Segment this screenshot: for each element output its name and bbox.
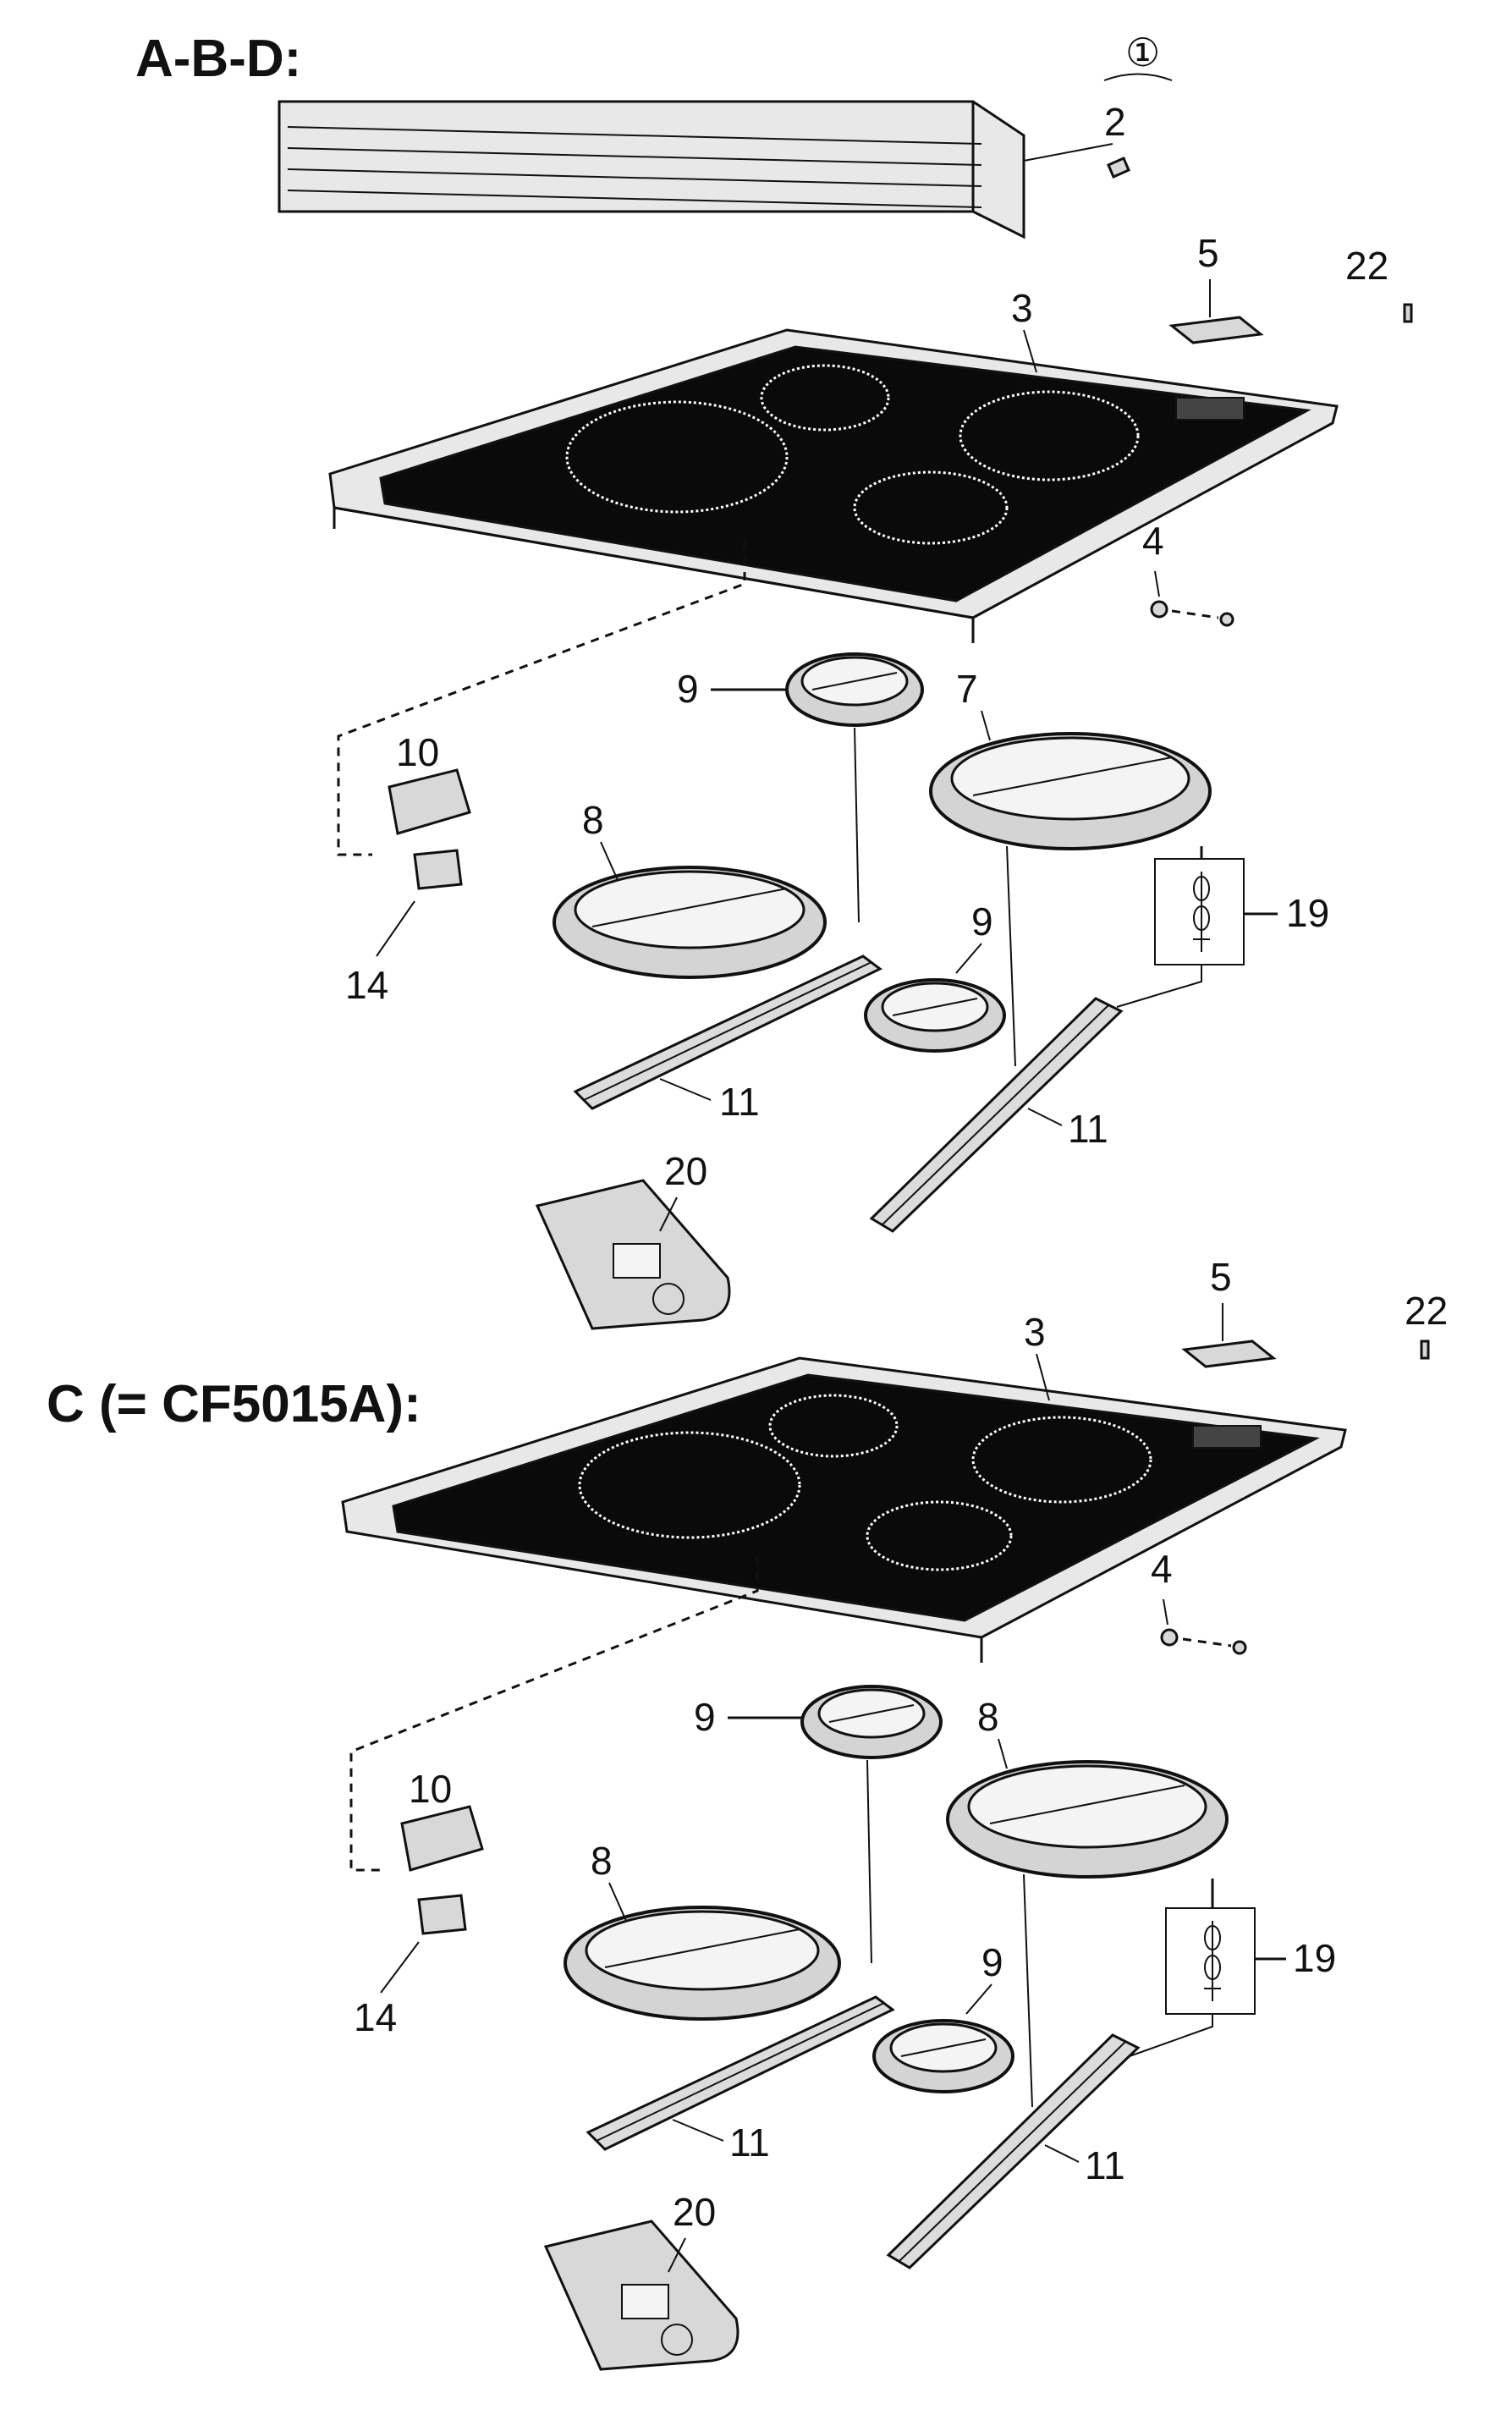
leader-11-c — [672, 2119, 724, 2142]
heating-ring-7 — [929, 732, 1212, 850]
label-7: 7 — [956, 667, 978, 711]
label-4: 4 — [1142, 519, 1164, 563]
control-module-20-c — [543, 2220, 740, 2371]
support-rail-11-c-right — [886, 2033, 1141, 2269]
part-5-c — [1181, 1340, 1277, 1368]
heating-ring-9-lower — [864, 978, 1006, 1053]
leader-4 — [1154, 570, 1160, 597]
label-19: 19 — [1286, 891, 1329, 935]
heating-ring-9-upper — [785, 652, 924, 727]
label-11-a: 11 — [719, 1080, 760, 1124]
leader-2 — [1023, 143, 1113, 162]
leader-11-d — [1044, 2144, 1080, 2163]
label-5: 5 — [1197, 231, 1219, 275]
part-5 — [1168, 316, 1264, 344]
leader-9-b — [955, 943, 982, 974]
washer-4 — [1219, 612, 1234, 627]
bracket-10 — [388, 768, 471, 835]
leader-14-c — [380, 1941, 420, 1994]
heading-c: C (= CF5015A): — [47, 1375, 421, 1433]
leader-8-c — [608, 1882, 627, 1922]
label-10: 10 — [396, 730, 439, 774]
leader-3 — [1023, 329, 1037, 373]
leader-20-b — [668, 2237, 686, 2273]
cooktop-panel-bottom — [341, 1356, 1347, 1663]
label-11-c: 11 — [729, 2121, 770, 2165]
link-9-c — [866, 1759, 872, 1964]
leader-14 — [376, 900, 415, 957]
label-8-b: 8 — [977, 1695, 999, 1739]
washer-4-c — [1232, 1640, 1247, 1655]
leader-11-a — [659, 1078, 712, 1101]
bracket-10-c — [400, 1805, 484, 1872]
control-module-20 — [535, 1179, 731, 1330]
label-4-c: 4 — [1151, 1547, 1173, 1591]
label-8-a: 8 — [582, 798, 604, 842]
label-group-1: ① — [1125, 30, 1160, 74]
heating-ring-8-upper — [553, 866, 827, 979]
heating-ring-8-c-right — [946, 1760, 1229, 1879]
label-11-d: 11 — [1085, 2143, 1125, 2187]
leader-3-c — [1036, 1353, 1050, 1401]
link-9-a — [854, 727, 860, 923]
label-20-b: 20 — [673, 2190, 716, 2234]
label-3: 3 — [1011, 286, 1033, 330]
screw-22 — [1403, 303, 1413, 323]
label-2: 2 — [1104, 100, 1126, 144]
dashed-connection-10 — [337, 542, 746, 856]
fuse-box-19 — [1116, 846, 1245, 1008]
dashed-connection-10-c — [349, 1557, 759, 1872]
leader-11-b — [1027, 1108, 1063, 1126]
heating-ring-9-c-upper — [800, 1685, 943, 1759]
back-trim-strip — [278, 100, 1025, 239]
label-3-c: 3 — [1024, 1310, 1046, 1354]
link-8-c — [1023, 1873, 1033, 2108]
heading-a-b-d: A-B-D: — [135, 30, 301, 88]
leader-4-c — [1163, 1598, 1168, 1626]
label-22-c: 22 — [1405, 1289, 1448, 1333]
heating-ring-8-c-left — [564, 1906, 841, 2021]
screw-22-c — [1420, 1340, 1430, 1360]
leader-8-b — [998, 1738, 1008, 1769]
label-8-c: 8 — [591, 1839, 613, 1883]
leader-4-c-dash — [1182, 1637, 1232, 1648]
terminal-block-14-c — [417, 1894, 467, 1935]
label-11-b: 11 — [1068, 1107, 1108, 1151]
assembly-c: C (= CF5015A): 3 5 22 4 10 14 — [47, 1255, 1448, 2371]
label-19-c: 19 — [1293, 1936, 1336, 1980]
support-rail-11-left — [573, 954, 882, 1110]
label-20-a: 20 — [664, 1149, 707, 1193]
fuse-box-19-c — [1129, 1879, 1256, 2057]
label-14: 14 — [345, 963, 388, 1007]
leader-7 — [981, 710, 991, 741]
assembly-a-b-d: A-B-D: ① 2 3 5 — [135, 30, 1413, 1330]
label-10-c: 10 — [409, 1767, 452, 1811]
label-9-c: 9 — [694, 1695, 716, 1739]
label-9-a: 9 — [677, 667, 699, 711]
terminal-block-14 — [413, 849, 463, 890]
support-rail-11-c-left — [586, 1995, 895, 2151]
link-7 — [1006, 845, 1016, 1067]
leader-20-a — [659, 1196, 678, 1232]
support-rail-11-right — [869, 997, 1124, 1233]
screw-2 — [1107, 157, 1130, 179]
label-9-d: 9 — [981, 1940, 1003, 1984]
label-22: 22 — [1345, 244, 1388, 288]
cooktop-panel-top — [328, 328, 1339, 643]
leader-9-d — [965, 1983, 992, 2015]
heating-ring-9-c-lower — [872, 2019, 1014, 2093]
screw-4-c — [1160, 1628, 1179, 1647]
label-14-c: 14 — [354, 1995, 397, 2039]
group-bracket — [1103, 73, 1173, 81]
screw-4 — [1150, 600, 1168, 619]
label-9-b: 9 — [971, 899, 993, 943]
leader-8-a — [600, 841, 619, 881]
label-5-c: 5 — [1210, 1255, 1232, 1299]
leader-4-dash — [1171, 609, 1219, 619]
